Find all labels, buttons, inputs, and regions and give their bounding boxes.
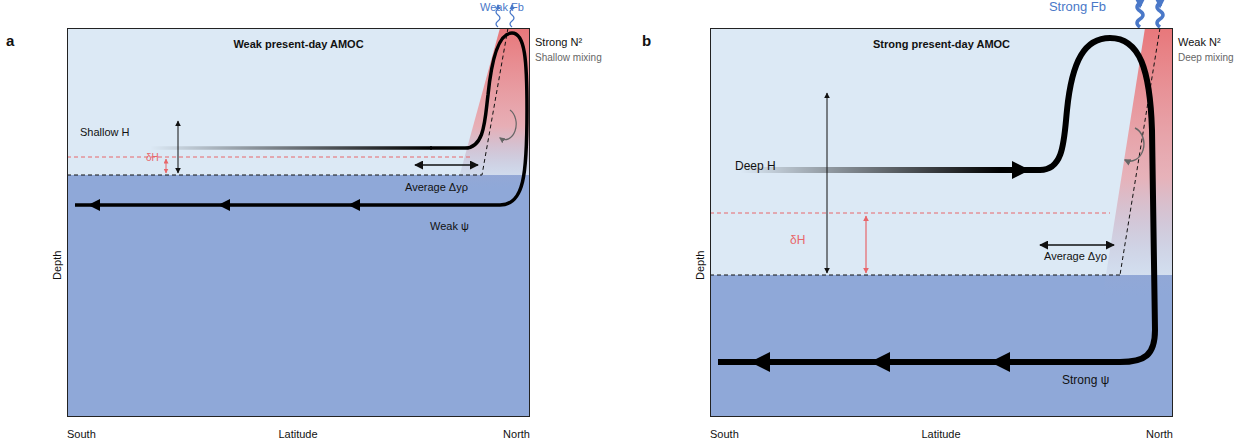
diagram-label: Weak Fb [480,1,524,14]
diagram-label: Latitude [278,428,317,441]
diagram-label: δH [146,152,159,164]
diagram-label: Deep H [735,160,776,174]
diagram-label: Shallow mixing [535,52,602,64]
diagram-label: South [67,428,96,441]
axis-label: Depth [694,250,707,279]
diagram-label: North [1146,428,1173,441]
diagram-label: Average Δyρ [405,181,468,194]
axis-label: Depth [51,250,64,279]
diagram-label: Strong Fb [1049,0,1106,15]
diagram-label: Strong ψ [1062,374,1109,388]
panel-title: Weak present-day AMOC [68,29,529,50]
diagram-label: Latitude [921,428,960,441]
diagram-label: δH [790,234,805,248]
diagram-label: Strong N² [535,36,582,49]
panel-b-art [710,3,1173,417]
diagram-label: Shallow H [80,126,130,139]
diagram-label: Weak ψ [430,220,469,233]
panel-a-art [67,5,530,417]
panel-title: Strong present-day AMOC [711,29,1172,50]
diagram-label: a [6,32,14,49]
diagram-label: Weak N² [1178,36,1221,49]
diagram-label: Average Δyρ [1044,250,1107,263]
diagram-panel: Strong present-day AMOC [710,28,1173,417]
diagram-label: Deep mixing [1178,52,1234,64]
diagram-label: South [710,428,739,441]
diagram-label: North [503,428,530,441]
diagram-label: b [642,32,651,49]
